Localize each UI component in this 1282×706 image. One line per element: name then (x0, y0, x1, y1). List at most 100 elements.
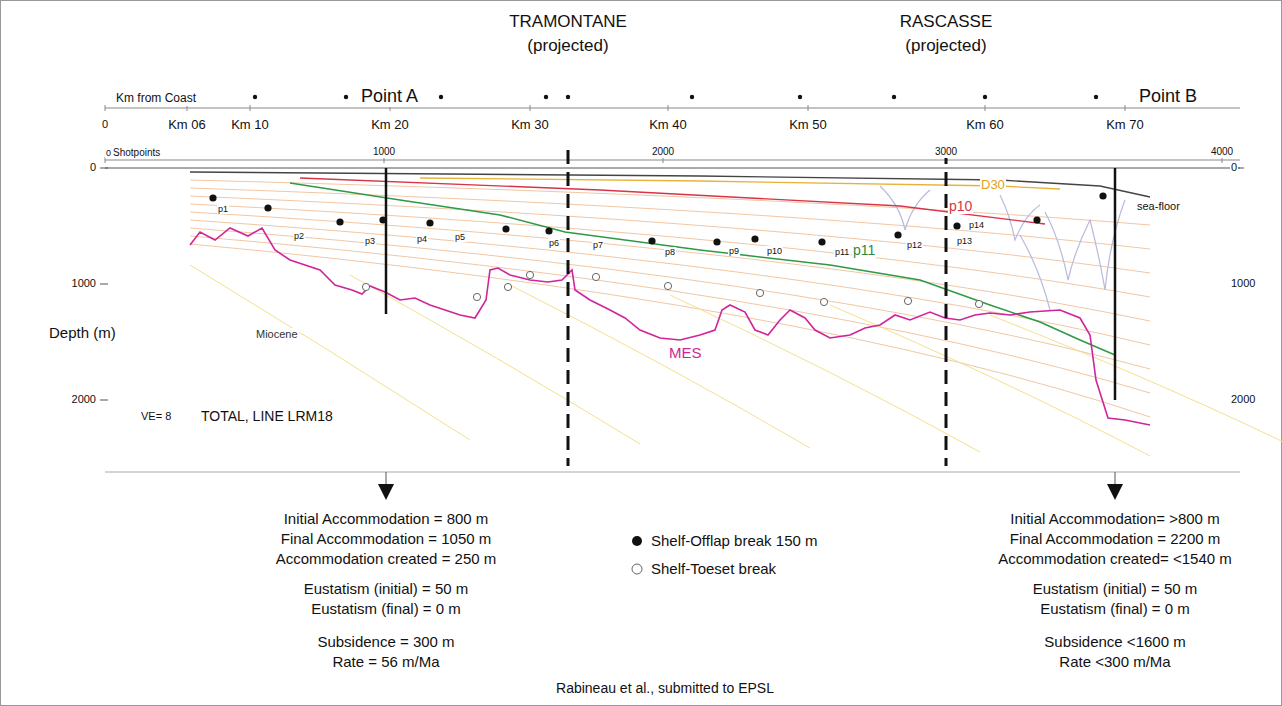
reflectors (190, 180, 1282, 460)
km-label: Km 70 (1105, 118, 1145, 133)
offlap-dot (894, 231, 901, 238)
point-label: Point A (360, 86, 419, 107)
toeset-circle (592, 273, 599, 280)
reflector (190, 212, 1150, 321)
reflector (190, 196, 1150, 273)
point-label: Point B (1138, 86, 1198, 107)
surface-label: MES (668, 344, 703, 361)
shotpoint-label: 0 (105, 148, 112, 158)
km-axis (105, 108, 1240, 109)
reflector (190, 220, 1150, 345)
reflector (190, 244, 1150, 417)
miocene-reflector (350, 275, 640, 444)
offlap-dot (1033, 216, 1040, 223)
sequence-label: p8 (664, 247, 676, 257)
shotpoint-label: 1000 (372, 146, 396, 158)
depth-label: 2000 (71, 393, 97, 406)
sequence-label: p3 (364, 236, 376, 246)
plot-bottom (105, 472, 1240, 473)
toeset-circle (820, 298, 827, 305)
km-dot (439, 95, 443, 99)
shotpoint-label: 3000 (934, 146, 958, 158)
result-line: Rate = 56 m/Ma (331, 653, 440, 670)
depth-label: 0 (1230, 161, 1238, 174)
shotpoint-label: 4000 (1210, 146, 1234, 158)
miocene-reflector (670, 295, 980, 452)
legend-text: Shelf-Offlap break 150 m (650, 532, 818, 549)
result-line: Eustatism (initial) = 50 m (303, 580, 470, 597)
offlap-dot (209, 194, 216, 201)
depth-label: 1000 (1230, 277, 1256, 290)
result-line: Subsidence <1600 m (1043, 633, 1186, 650)
toeset-circle (473, 293, 480, 300)
km-dot (544, 95, 548, 99)
point-a-line (385, 168, 388, 314)
note: VE= 8 (140, 410, 172, 423)
offlap-dots (209, 192, 1106, 245)
horizon-label: p11 (852, 242, 876, 258)
km-dot (892, 95, 896, 99)
km-dot (983, 95, 987, 99)
km-tick (985, 105, 986, 111)
offlap-dot (818, 238, 825, 245)
result-line: Final Accommodation = 1050 m (280, 530, 493, 547)
result-line: Accommodation created = 250 m (275, 550, 498, 567)
toeset-circle (756, 289, 763, 296)
km-label: 0 (101, 118, 109, 131)
horizon-label: D30 (980, 178, 1006, 193)
result-line: Final Accommodation = 2200 m (1009, 530, 1222, 547)
unit-label: Miocene (255, 328, 299, 341)
miocene-reflector (990, 315, 1282, 460)
sequence-label: p10 (766, 246, 783, 256)
km-label: Km 60 (965, 118, 1005, 133)
axis-ticks (105, 105, 1222, 163)
result-line: Eustatism (final) = 0 m (310, 600, 462, 617)
depth-label: 2000 (1230, 393, 1256, 406)
km-tick (668, 105, 669, 111)
well-name: RASCASSE (899, 12, 994, 32)
toeset-circles (362, 271, 982, 307)
axis-title: Shotpoints (112, 147, 161, 159)
result-line: Eustatism (initial) = 50 m (1032, 580, 1199, 597)
km-tick (105, 105, 106, 111)
offlap-dot (953, 222, 960, 229)
km-dot (690, 95, 694, 99)
citation: Rabineau et al., submitted to EPSL (555, 680, 775, 696)
offlap-dot (264, 204, 271, 211)
km-dot (253, 95, 257, 99)
toeset-circle (504, 283, 511, 290)
legend-offlap-sample (632, 536, 642, 546)
km-label: Km 06 (167, 118, 207, 133)
result-line: Initial Accommodation= >800 m (1009, 510, 1220, 527)
km-tick (250, 105, 251, 111)
sequence-label: p6 (548, 238, 560, 248)
km-label: Km 20 (370, 118, 410, 133)
offlap-dot (751, 235, 758, 242)
offlap-dot (648, 237, 655, 244)
miocene-reflector (830, 305, 1150, 456)
km-tick (808, 105, 809, 111)
sequence-label: p7 (592, 240, 604, 250)
well-name: TRAMONTANE (508, 12, 628, 32)
arrowheads (378, 484, 1123, 500)
axis-title: Depth (m) (48, 324, 117, 341)
depth-zero-line (105, 167, 1240, 168)
p11-horizon (290, 183, 1115, 355)
sequence-label: p5 (454, 232, 466, 242)
km-label: Km 50 (788, 118, 828, 133)
toeset-circle (362, 283, 369, 290)
km-label: Km 40 (648, 118, 688, 133)
toeset-circle (904, 297, 911, 304)
legend-toeset-sample (632, 564, 642, 574)
offlap-dot (336, 218, 343, 225)
sequence-label: p1 (217, 204, 229, 214)
result-line: Eustatism (final) = 0 m (1039, 600, 1191, 617)
depth-ticks (100, 168, 1244, 400)
miocene-reflector (190, 265, 470, 440)
km-dot (344, 95, 348, 99)
km-dot (1094, 95, 1098, 99)
offlap-dot (1099, 192, 1106, 199)
km-label: Km 30 (510, 118, 550, 133)
miocene-reflector (510, 285, 810, 448)
